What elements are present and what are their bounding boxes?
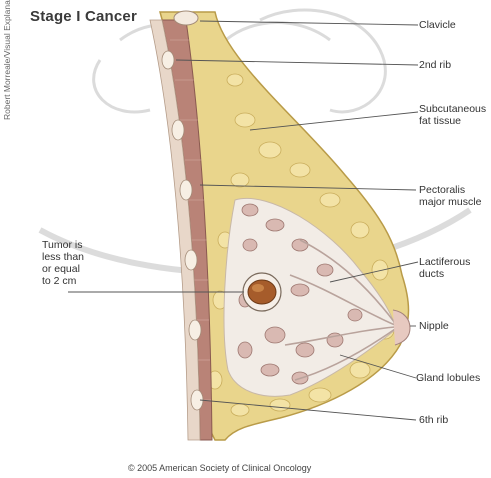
illustrator-credit: Robert Morreale/Visual Explanations, LLC: [2, 0, 12, 120]
label-lactiferous-line1: Lactiferous: [419, 256, 470, 268]
label-gland-lobules: Gland lobules: [416, 372, 480, 384]
tumor: [243, 273, 281, 311]
label-subcutaneous-line1: Subcutaneous: [419, 103, 486, 115]
label-pectoralis-line2: major muscle: [419, 196, 481, 208]
tumor-label-line3: or equal: [42, 263, 84, 275]
clavicle: [174, 11, 198, 25]
label-clavicle: Clavicle: [419, 19, 456, 31]
copyright-notice: © 2005 American Society of Clinical Onco…: [128, 463, 311, 473]
label-subcutaneous-line2: fat tissue: [419, 115, 461, 127]
tumor-label-line1: Tumor is: [42, 239, 84, 251]
tumor-label-line4: to 2 cm: [42, 275, 84, 287]
label-nipple: Nipple: [419, 320, 449, 332]
label-6th-rib: 6th rib: [419, 414, 448, 426]
label-2nd-rib: 2nd rib: [419, 59, 451, 71]
label-pectoralis-line1: Pectoralis: [419, 184, 465, 196]
tumor-label: Tumor is less than or equal to 2 cm: [42, 239, 84, 287]
diagram-title: Stage I Cancer: [30, 8, 137, 25]
label-lactiferous-line2: ducts: [419, 268, 444, 280]
tumor-label-line2: less than: [42, 251, 84, 263]
